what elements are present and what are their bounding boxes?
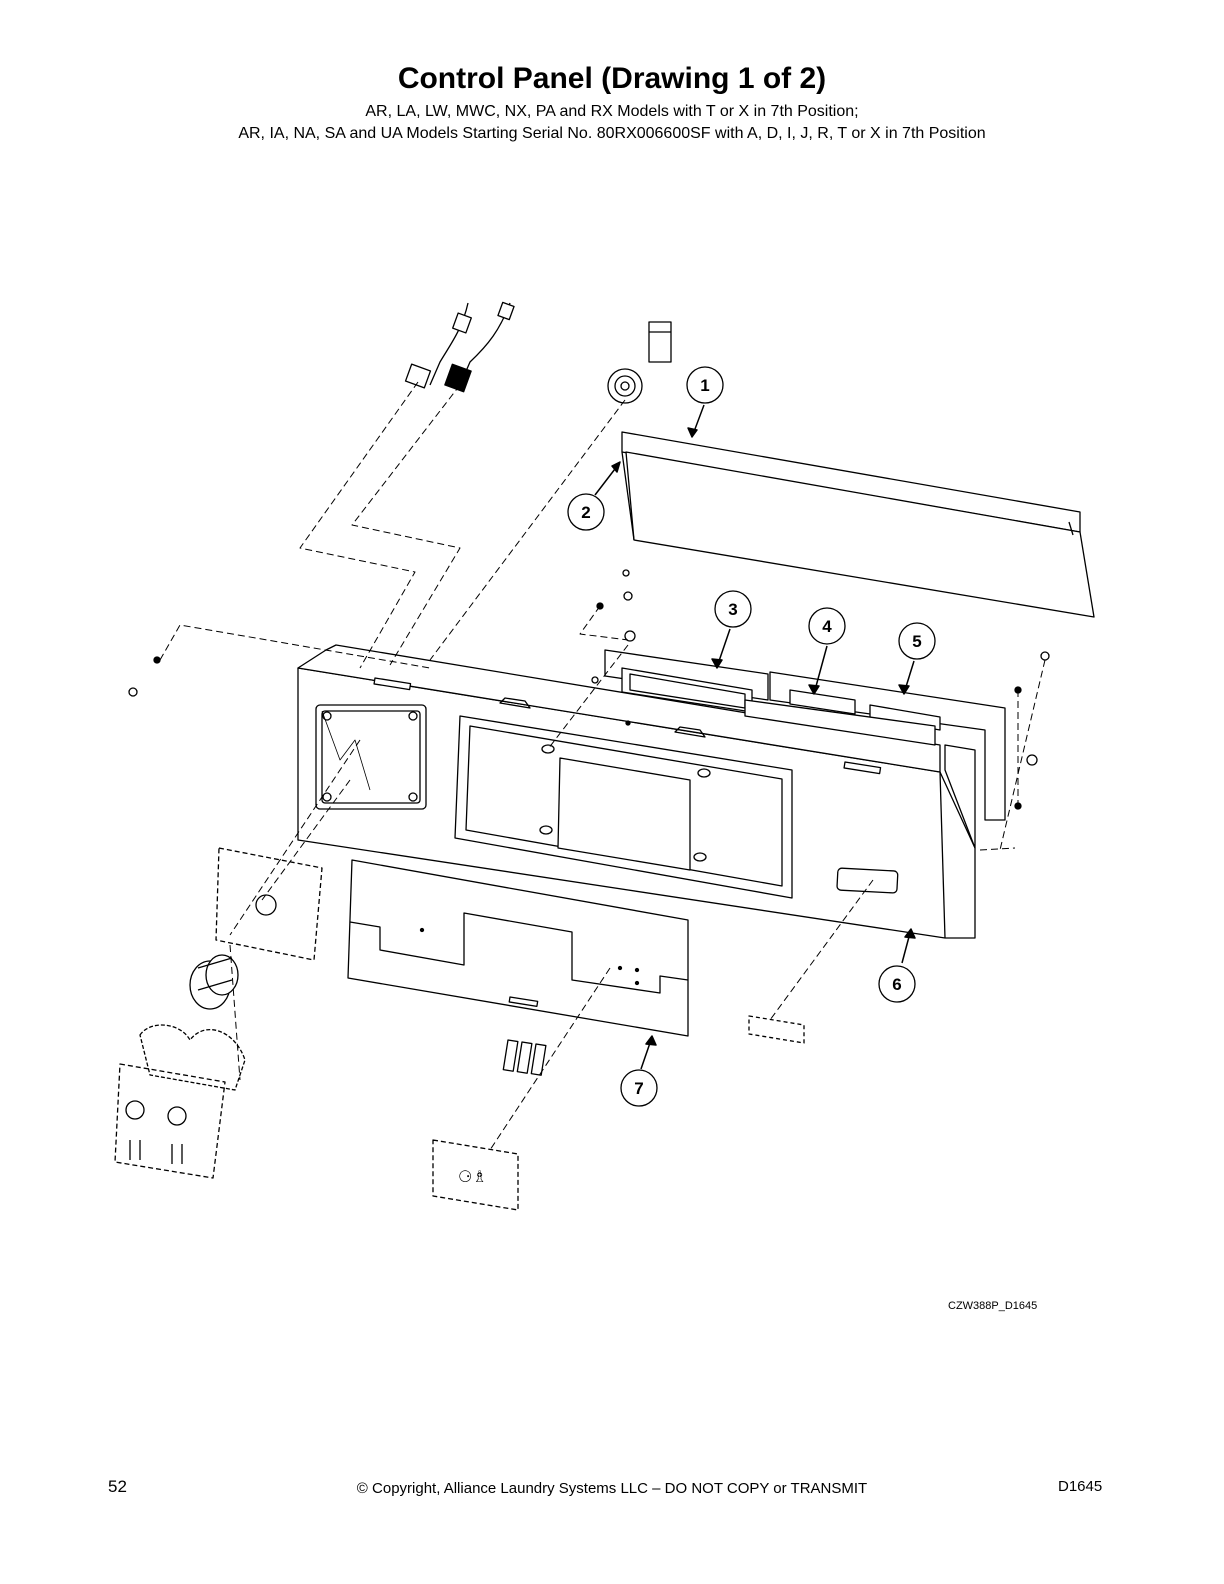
page-title: Control Panel (Drawing 1 of 2) [397, 62, 827, 95]
document-id: D1645 [1058, 1478, 1103, 1495]
page-number: 52 [108, 1477, 127, 1496]
callout-circles: 1 2 3 4 5 6 7 [567, 366, 936, 1107]
callout-label-6: 6 [892, 975, 901, 994]
small-top-parts [607, 321, 672, 404]
callout-label-3: 3 [728, 600, 737, 619]
top-cover-panel [621, 431, 1095, 618]
callout-leaders [594, 404, 916, 1070]
callout-label-4: 4 [822, 617, 832, 636]
assembly-leader-lines [159, 381, 1046, 1151]
display-standoffs [539, 744, 711, 862]
console-housing [297, 644, 976, 939]
front-label-overlay [347, 859, 689, 1037]
callout-5 [898, 622, 936, 660]
callout-6 [878, 965, 916, 1003]
wire-harness-connectors [404, 301, 515, 393]
coin-mechanism [114, 1024, 246, 1179]
callout-4 [808, 607, 846, 645]
callout-label-7: 7 [634, 1079, 643, 1098]
callout-1 [686, 366, 724, 404]
callout-2 [567, 493, 605, 531]
subtitle-models-line-1: AR, LA, LW, MWC, NX, PA and RX Models wi… [365, 103, 859, 120]
svg-text:⚆♗: ⚆♗ [458, 1167, 487, 1186]
drawing-code: CZW388P_D1645 [948, 1300, 1038, 1312]
subtitle-models-line-2: AR, IA, NA, SA and UA Models Starting Se… [238, 125, 986, 142]
callout-7 [620, 1069, 658, 1107]
circuit-boards [604, 649, 1006, 849]
callout-3 [714, 590, 752, 628]
callout-label-2: 2 [581, 503, 590, 522]
lock-plate-assembly [189, 847, 323, 1010]
callout-label-5: 5 [912, 632, 921, 651]
button-strips [502, 1015, 805, 1076]
copyright-notice: © Copyright, Alliance Laundry Systems LL… [356, 1480, 868, 1497]
callout-label-1: 1 [700, 376, 709, 395]
decal-box: ⚆♗ [432, 1139, 519, 1211]
